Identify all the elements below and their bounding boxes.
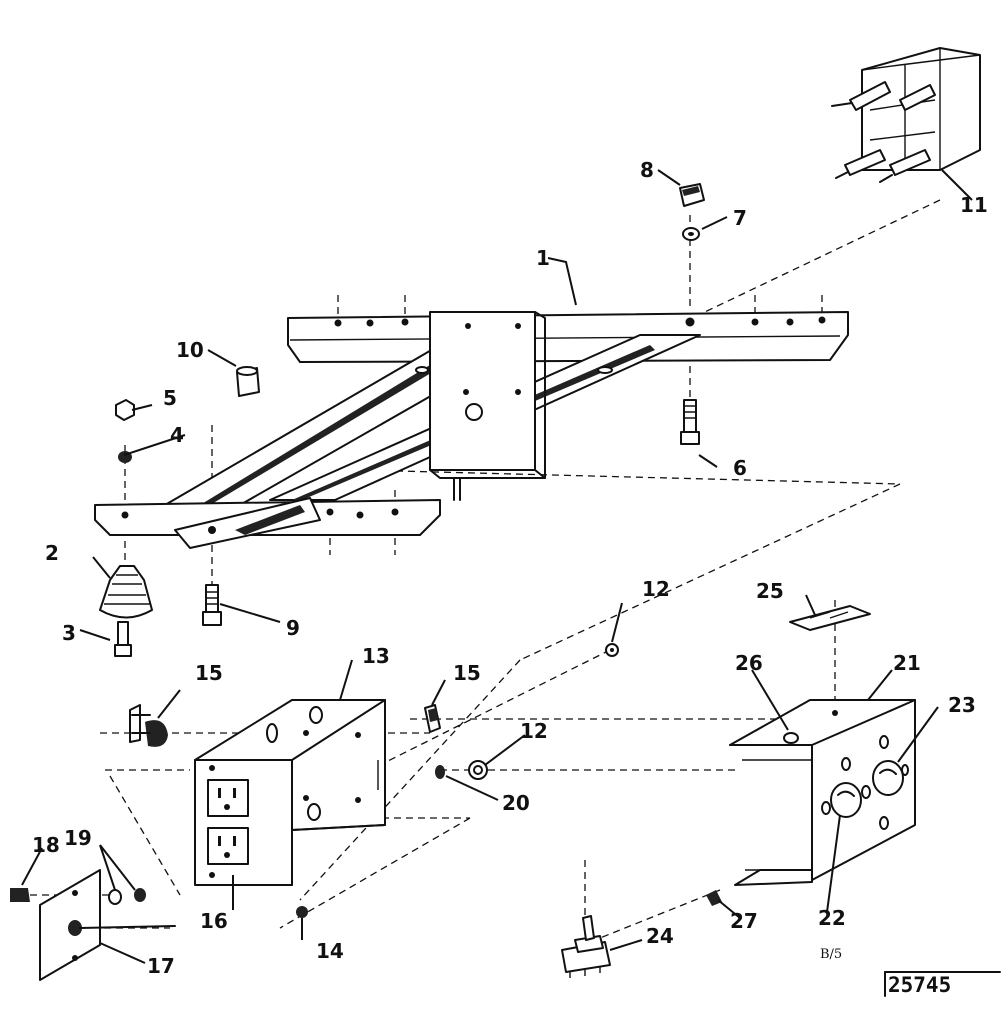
grommet-part-12a	[605, 643, 619, 657]
callout-labels: 1 2 3 4 5 6 7 8 9 10 11 12 12 13 14 15 1…	[32, 158, 988, 978]
clip-part-27	[706, 890, 722, 906]
callout-9: 9	[286, 616, 300, 640]
callout-16: 16	[200, 909, 228, 933]
toggle-switch-part	[561, 915, 611, 978]
callout-17: 17	[147, 954, 175, 978]
receptacle-bottom	[207, 827, 249, 865]
switch-block-part	[831, 47, 981, 183]
twistlock-receptacle-23	[841, 735, 909, 830]
callout-13: 13	[362, 644, 390, 668]
plate-part	[39, 869, 176, 981]
callout-26: 26	[735, 651, 763, 675]
outlet-box-part	[194, 699, 386, 886]
callout-24: 24	[646, 924, 674, 948]
nut-part-14	[296, 906, 308, 918]
spacer-part-10	[236, 366, 260, 397]
cap-nut-part	[679, 183, 705, 207]
frame-holes	[121, 316, 826, 534]
main-frame-part	[94, 311, 849, 549]
callout-27: 27	[730, 909, 758, 933]
callout-22: 22	[818, 906, 846, 930]
callout-21: 21	[893, 651, 921, 675]
callout-12a: 12	[642, 577, 670, 601]
callout-4: 4	[170, 423, 184, 447]
cable-clamp-part	[129, 704, 168, 747]
callout-23: 23	[948, 693, 976, 717]
callout-7: 7	[733, 206, 747, 230]
callout-15b: 15	[453, 661, 481, 685]
callout-10: 10	[176, 338, 204, 362]
bracket-part	[789, 605, 871, 631]
callout-2: 2	[45, 541, 59, 565]
nut-part-20	[435, 765, 445, 779]
leader-lines	[21, 169, 973, 964]
washer-part	[682, 227, 700, 241]
bolt-part-6	[680, 399, 700, 445]
callout-11: 11	[960, 193, 988, 217]
clip-part	[424, 704, 441, 733]
sheet-note: B/5	[820, 947, 842, 962]
callout-3: 3	[62, 621, 76, 645]
callout-15a: 15	[195, 661, 223, 685]
twistlock-receptacle-22	[821, 782, 871, 818]
grommet-part-12b	[468, 760, 488, 780]
callout-8: 8	[640, 158, 654, 182]
callout-6: 6	[733, 456, 747, 480]
callout-12b: 12	[520, 719, 548, 743]
screw-part-3	[114, 621, 132, 657]
drawing-number: 25745	[888, 973, 951, 997]
callout-14: 14	[316, 939, 344, 963]
callout-1: 1	[536, 246, 550, 270]
screw-part-9	[202, 584, 222, 626]
callout-20: 20	[502, 791, 530, 815]
rubber-foot-part-2	[99, 565, 153, 619]
washers-part-19	[108, 888, 146, 905]
callout-18: 18	[32, 833, 60, 857]
drawing-number-box: 25745	[884, 971, 1001, 997]
nut-part-5	[115, 399, 135, 421]
callout-19: 19	[64, 826, 92, 850]
receptacle-top	[207, 779, 249, 817]
callout-5: 5	[163, 386, 177, 410]
switch-box-part	[729, 699, 916, 886]
callout-25: 25	[756, 579, 784, 603]
screw-part-18	[10, 888, 30, 902]
